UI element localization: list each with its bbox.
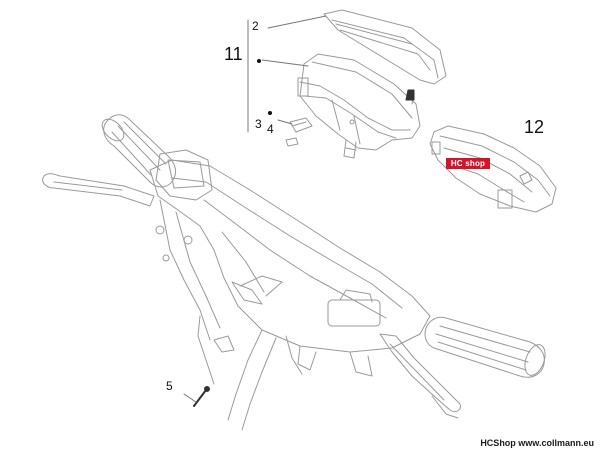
callout-11: 11 [224,44,243,64]
callout-3: 3 [255,117,262,131]
callout-4: 4 [267,122,274,136]
leader-lines [183,15,327,403]
callout-dots [257,59,272,115]
hcshop-badge-left: HC [450,159,463,168]
dashboard-cover [323,9,447,85]
lower-cable-guide [197,315,303,385]
hcshop-badge-right: shop [465,159,486,168]
callout-12: 12 [524,117,545,137]
right-grip [424,316,546,378]
watermark: HCShop www.collmann.eu [480,438,594,448]
left-grip [101,114,177,188]
hcshop-badge: HC shop [446,158,490,169]
right-brake-lever [379,333,461,419]
callout-2: 2 [252,19,259,33]
small-bracket-parts [285,117,313,147]
instrument-cluster [297,53,421,159]
left-brake-lever [42,173,155,207]
callout-5: 5 [166,379,173,393]
cluster-knob [405,89,415,101]
handlebar-body [149,149,431,431]
instrument-panel [429,125,557,213]
screw [193,386,210,407]
